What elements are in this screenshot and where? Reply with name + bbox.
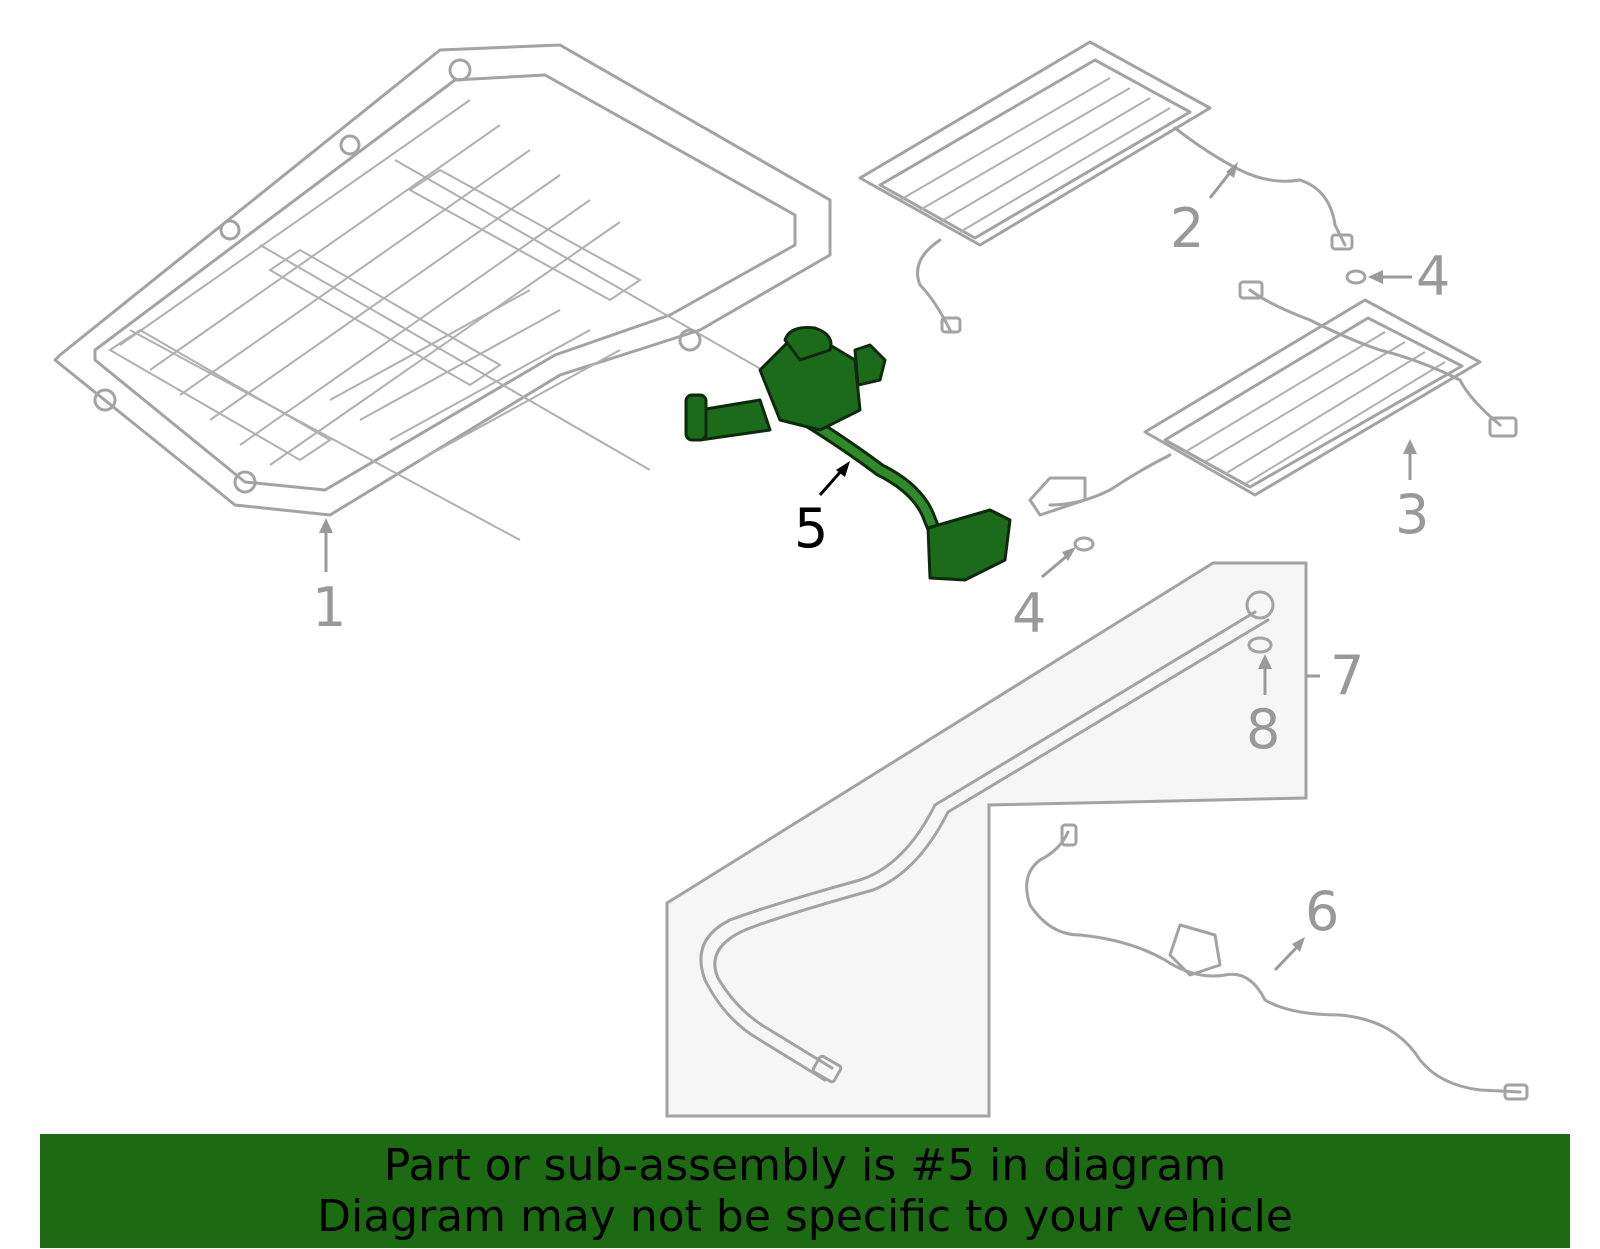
- callout-4-upper: 4: [1416, 245, 1450, 308]
- callout-4-lower: 4: [1012, 582, 1046, 645]
- part-3-cooling-plate: [1028, 280, 1518, 517]
- info-banner: Part or sub-assembly is #5 in diagram Di…: [40, 1134, 1570, 1248]
- part-6-hose: [1025, 823, 1529, 1101]
- callout-7: 7: [1330, 644, 1364, 707]
- part-5-highlighted-hose-valve: [684, 326, 1012, 582]
- callout-8: 8: [1246, 698, 1280, 761]
- callout-6: 6: [1305, 880, 1339, 943]
- callout-2: 2: [1170, 197, 1204, 260]
- callout-1: 1: [312, 576, 346, 639]
- banner-line-1: Part or sub-assembly is #5 in diagram: [383, 1140, 1227, 1191]
- part-2-cooling-plate: [858, 40, 1354, 334]
- callout-3: 3: [1395, 483, 1429, 546]
- banner-line-2: Diagram may not be specific to your vehi…: [317, 1191, 1293, 1242]
- part-1-battery-tray: [53, 43, 832, 541]
- leader-arrows: [319, 162, 1417, 972]
- part-7-hose-assembly: [665, 561, 1308, 1118]
- callout-5: 5: [794, 497, 828, 560]
